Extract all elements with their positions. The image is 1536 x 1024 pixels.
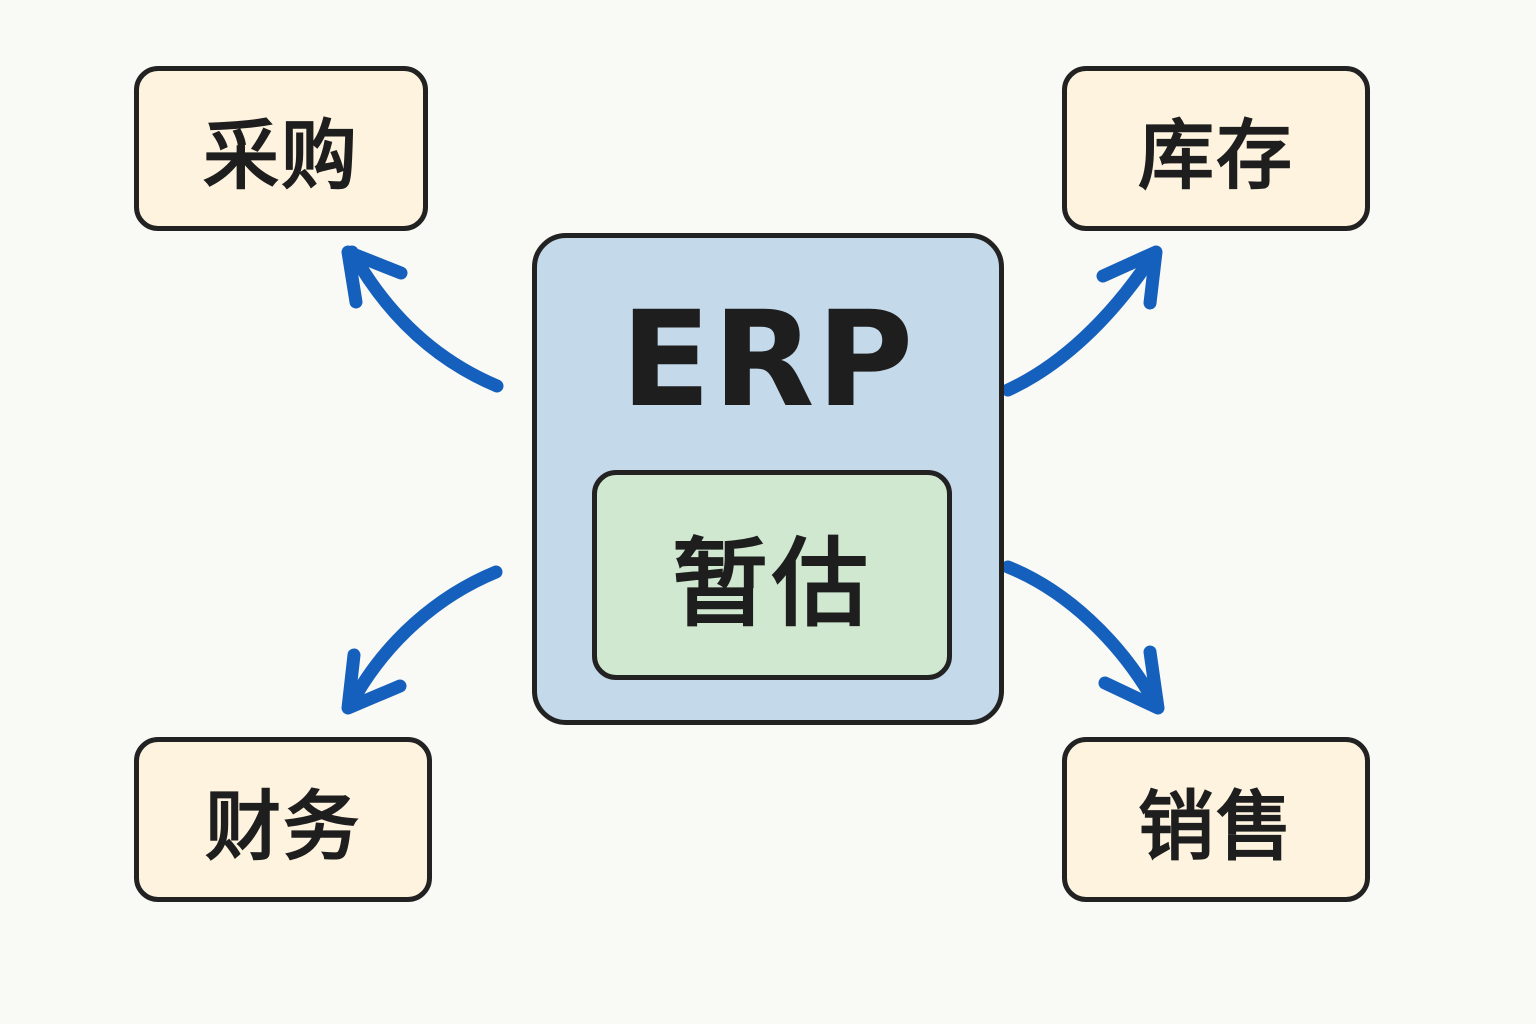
module-inventory: 库存 — [1062, 66, 1370, 231]
module-finance: 财务 — [134, 737, 432, 902]
arrow-to-sales — [1001, 560, 1163, 712]
arrowhead-inventory — [1096, 245, 1163, 310]
module-sales-label: 销售 — [1138, 781, 1294, 871]
arrowhead-sales — [1098, 645, 1165, 715]
provisional-estimate-box: 暂估 — [592, 470, 952, 680]
provisional-estimate-label: 暂估 — [672, 527, 872, 640]
module-sales: 销售 — [1062, 737, 1370, 902]
module-purchase-label: 采购 — [203, 110, 359, 200]
arrowhead-purchase — [341, 245, 408, 309]
module-inventory-label: 库存 — [1138, 110, 1294, 200]
module-purchase: 采购 — [134, 66, 428, 231]
arrowhead-finance — [341, 648, 407, 715]
module-finance-label: 财务 — [205, 781, 361, 871]
arrow-to-inventory — [1001, 248, 1160, 397]
erp-title: ERP — [620, 283, 916, 437]
erp-center-box: ERP 暂估 — [532, 233, 1004, 725]
arrow-to-finance — [343, 565, 503, 713]
arrow-to-purchase — [345, 245, 504, 393]
